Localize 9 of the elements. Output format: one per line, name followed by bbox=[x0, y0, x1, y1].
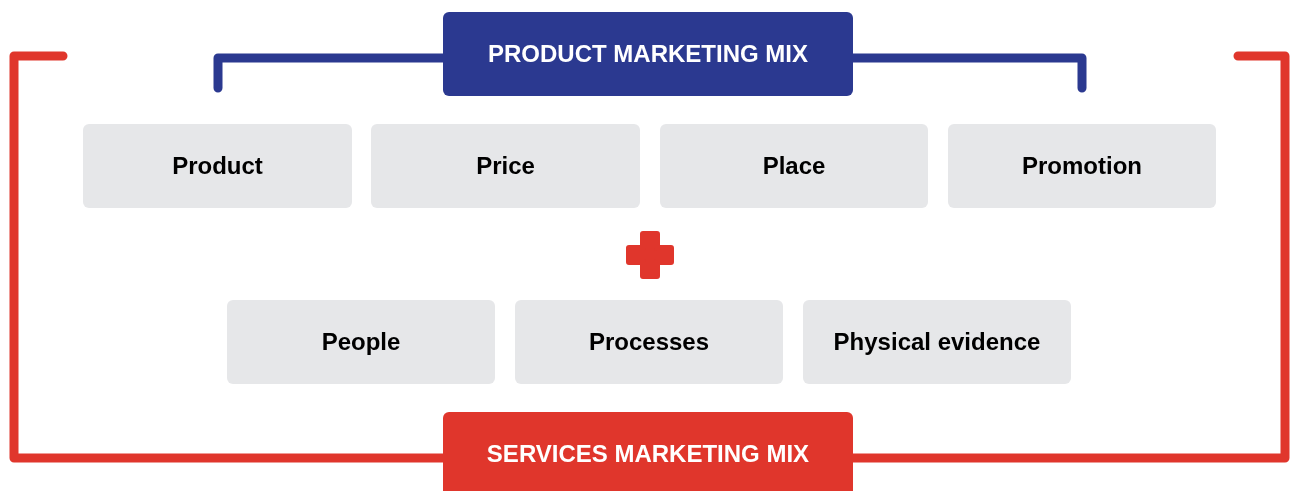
element-card: Processes bbox=[515, 300, 783, 384]
header-banner: PRODUCT MARKETING MIX bbox=[443, 12, 853, 96]
element-card: Product bbox=[83, 124, 352, 208]
element-card: Place bbox=[660, 124, 928, 208]
header-banner: SERVICES MARKETING MIX bbox=[443, 412, 853, 491]
element-card: Promotion bbox=[948, 124, 1216, 208]
element-card: Physical evidence bbox=[803, 300, 1071, 384]
element-card: Price bbox=[371, 124, 640, 208]
element-card: People bbox=[227, 300, 495, 384]
